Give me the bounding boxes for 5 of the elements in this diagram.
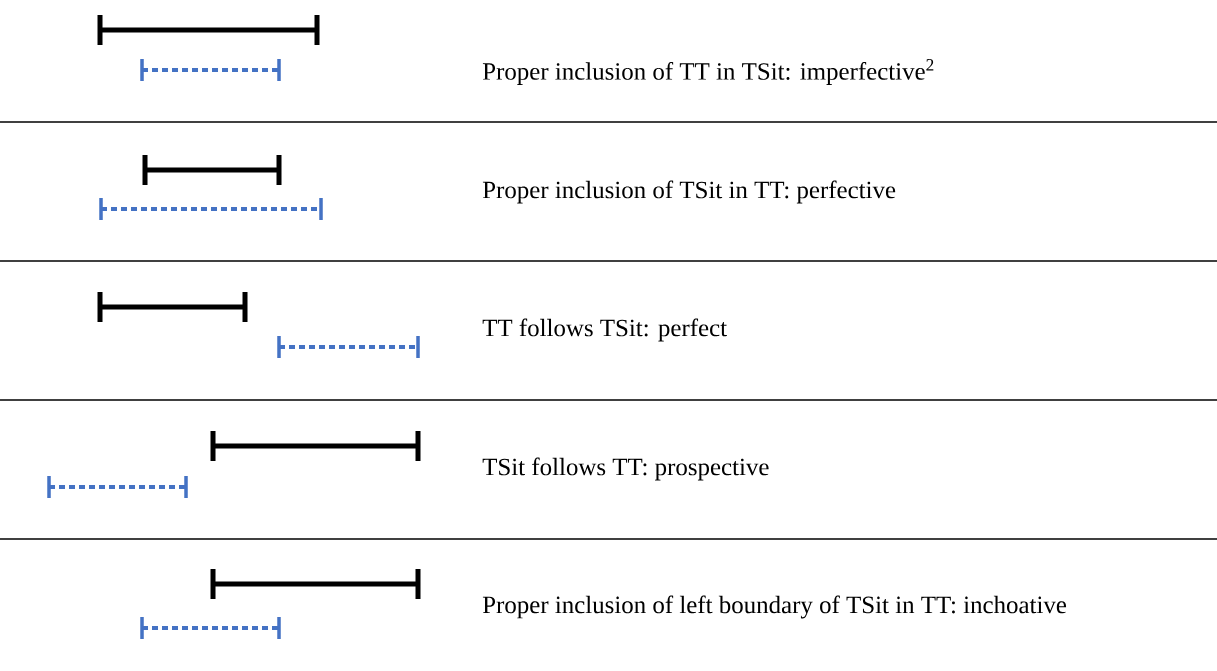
description-text: Proper inclusion of TSit in TT: perfective — [482, 180, 896, 204]
description-text: Proper inclusion of left boundary of TSit in TT: inchoative — [482, 595, 1067, 619]
description-text: Proper inclusion of TT in TSit: imperfective$^{2}$ — [482, 59, 934, 85]
description-text: TSit follows TT: prospective — [482, 457, 769, 481]
description-text: TT follows TSit: perfect — [482, 318, 727, 342]
